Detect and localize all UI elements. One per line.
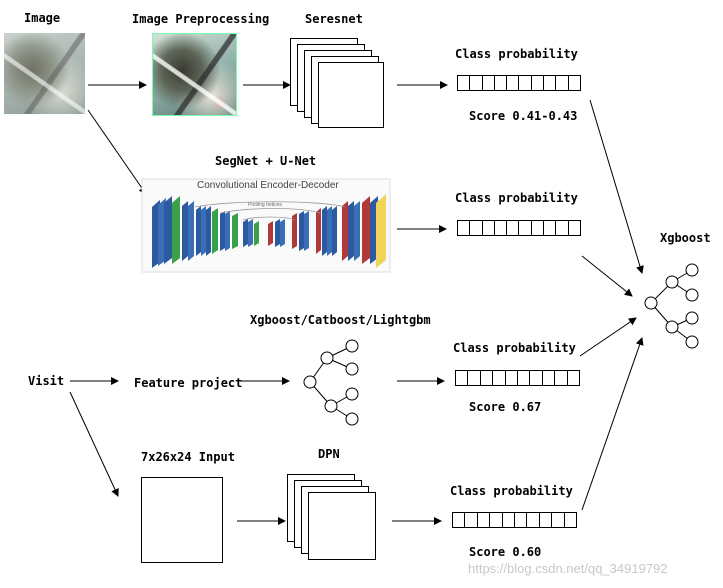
decoder-blocks — [268, 194, 386, 268]
arrow-image-to-segnet — [87, 109, 147, 195]
pooling-indices-label: Pooling Indices — [248, 202, 282, 208]
score-label: Score 0.67 — [469, 400, 542, 414]
probability-vector — [455, 370, 580, 386]
encoder-blocks — [152, 196, 259, 268]
arrow-prob1-to-xgboost — [589, 99, 644, 274]
arrow-prob3-to-xgboost — [579, 317, 637, 357]
probability-vector — [452, 512, 577, 528]
encoder-decoder-title: Convolutional Encoder-Decoder — [197, 180, 339, 191]
gbm-models-label: Xgboost/Catboost/Lightgbm — [250, 313, 431, 327]
probability-vector — [457, 75, 581, 91]
arrow-prob4-to-xgboost — [581, 337, 644, 511]
input-tensor-box — [141, 477, 223, 563]
xgboost-tree-icon — [644, 263, 699, 349]
input-shape-label: 7x26x24 Input — [141, 450, 235, 464]
dpn-label: DPN — [318, 447, 340, 461]
xgboost-final-label: Xgboost — [660, 231, 711, 245]
arrow-visit-to-input — [69, 391, 119, 497]
class-probability-label: Class probability — [453, 341, 576, 355]
probability-vector — [457, 220, 581, 236]
image-preprocessing-label: Image Preprocessing — [132, 12, 270, 26]
tree-model-icon — [303, 339, 359, 426]
class-probability-label: Class probability — [455, 191, 578, 205]
class-probability-label: Class probability — [450, 484, 573, 498]
encoder-decoder-illustration — [141, 178, 391, 273]
image-label: Image — [24, 11, 61, 25]
segnet-unet-label: SegNet + U-Net — [215, 154, 317, 168]
feature-project-label: Feature project — [134, 376, 243, 390]
score-label: Score 0.60 — [469, 545, 542, 559]
visit-label: Visit — [28, 374, 65, 388]
class-probability-label: Class probability — [455, 47, 578, 61]
preprocessed-image-thumbnail — [152, 33, 237, 116]
watermark: https://blog.csdn.net/qq_34919792 — [468, 561, 668, 576]
input-image-thumbnail — [4, 33, 85, 114]
arrow-prob2-to-xgboost — [581, 255, 633, 297]
seresnet-label: Seresnet — [305, 12, 363, 26]
score-label: Score 0.41-0.43 — [469, 109, 578, 123]
